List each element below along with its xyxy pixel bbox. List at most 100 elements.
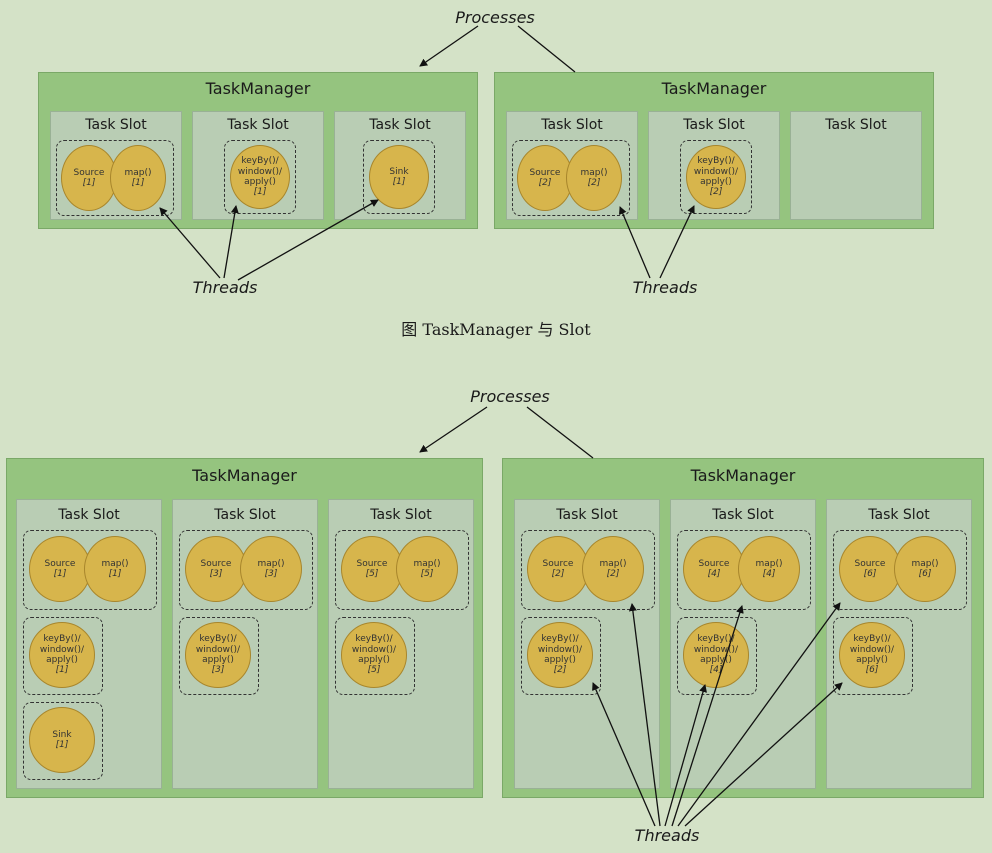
operator-chain	[179, 617, 259, 695]
fig2-taskmanager-2: TaskManager Task Slot Source [2] map() […	[502, 458, 984, 798]
operator-name: keyBy()/ window()/ apply()	[537, 634, 583, 665]
operator-chain	[23, 702, 103, 780]
fig1-processes-label: Processes	[455, 8, 535, 27]
operator-name: Sink	[52, 729, 72, 740]
operator-index: [2]	[606, 569, 620, 579]
operator-chain	[680, 140, 752, 214]
operator-name: map()	[580, 167, 608, 178]
operator-chain	[56, 140, 174, 216]
operator-index: [1]	[55, 740, 69, 750]
operator-window: keyBy()/ window()/ apply() [5]	[341, 622, 407, 688]
arrow	[592, 682, 656, 827]
task-slot-title: Task Slot	[541, 117, 603, 133]
operator-sink: Sink [1]	[29, 707, 95, 773]
taskmanager-title: TaskManager	[205, 79, 311, 98]
task-slot-title: Task Slot	[825, 117, 887, 133]
operator-map: map() [1]	[110, 145, 166, 211]
operator-index: [1]	[82, 178, 96, 188]
task-slot: Task Slot Source [1] map() [1] keyBy()/ …	[16, 499, 162, 789]
operator-name: map()	[124, 167, 152, 178]
operator-name: keyBy()/ window()/ apply()	[195, 634, 241, 665]
task-slot: Task Slot Sink [1]	[334, 111, 466, 220]
task-slot-title: Task Slot	[85, 117, 147, 133]
operator-source: Source [3]	[185, 536, 247, 602]
task-slot: Task Slot keyBy()/ window()/ apply() [2]	[648, 111, 780, 220]
operator-chain	[179, 530, 313, 610]
operator-name: Source	[44, 558, 76, 569]
operator-name: Source	[356, 558, 388, 569]
operator-index: [2]	[538, 178, 552, 188]
operator-index: [2]	[551, 569, 565, 579]
operator-chain	[335, 617, 415, 695]
operator-chain	[512, 140, 630, 216]
fig2-taskmanager-1: TaskManager Task Slot Source [1] map() […	[6, 458, 483, 798]
task-slot: Task Slot Source [3] map() [3] keyBy()/ …	[172, 499, 318, 789]
operator-index: [1]	[108, 569, 122, 579]
operator-window: keyBy()/ window()/ apply() [2]	[527, 622, 593, 688]
operator-window: keyBy()/ window()/ apply() [4]	[683, 622, 749, 688]
operator-chain	[335, 530, 469, 610]
operator-name: Source	[200, 558, 232, 569]
fig1-threads-label-left: Threads	[192, 278, 258, 297]
operator-map: map() [1]	[84, 536, 146, 602]
operator-index: [1]	[392, 177, 406, 187]
operator-index: [4]	[762, 569, 776, 579]
operator-name: keyBy()/ window()/ apply()	[693, 156, 739, 187]
arrow	[664, 684, 707, 827]
task-slot: Task Slot Source [2] map() [2] keyBy()/ …	[514, 499, 660, 789]
taskmanager-title: TaskManager	[661, 79, 767, 98]
task-slot: Task Slot Source [4] map() [4] keyBy()/ …	[670, 499, 816, 789]
operator-source: Source [6]	[839, 536, 901, 602]
arrow	[684, 682, 843, 827]
fig1-threads-label-right: Threads	[632, 278, 698, 297]
operator-sink: Sink [1]	[369, 145, 429, 209]
operator-index: [3]	[209, 569, 223, 579]
operator-chain	[363, 140, 435, 214]
operator-source: Source [1]	[61, 145, 117, 211]
arrow	[517, 25, 576, 73]
task-slot: Task Slot Source [5] map() [5] keyBy()/ …	[328, 499, 474, 789]
task-slot: Task Slot Source [2] map() [2]	[506, 111, 638, 220]
fig2-threads-label: Threads	[634, 826, 700, 845]
operator-chain	[677, 617, 757, 695]
operator-source: Source [2]	[517, 145, 573, 211]
operator-index: [6]	[863, 569, 877, 579]
operator-index: [4]	[707, 569, 721, 579]
operator-name: Source	[854, 558, 886, 569]
operator-name: Sink	[389, 166, 409, 177]
task-slot-title: Task Slot	[227, 117, 289, 133]
arrow	[419, 25, 479, 67]
task-slot-title: Task Slot	[556, 507, 618, 523]
operator-name: map()	[257, 558, 285, 569]
arrow	[223, 205, 239, 279]
operator-map: map() [2]	[582, 536, 644, 602]
operator-name: keyBy()/ window()/ apply()	[237, 156, 283, 187]
operator-index: [4]	[709, 665, 723, 676]
operator-index: [3]	[264, 569, 278, 579]
arrow	[677, 602, 841, 827]
operator-source: Source [5]	[341, 536, 403, 602]
operator-source: Source [1]	[29, 536, 91, 602]
task-slot-title: Task Slot	[868, 507, 930, 523]
operator-index: [1]	[53, 569, 67, 579]
operator-window: keyBy()/ window()/ apply() [1]	[29, 622, 95, 688]
task-slot-empty: Task Slot	[790, 111, 922, 220]
arrow	[159, 207, 221, 279]
task-slot: Task Slot Source [1] map() [1]	[50, 111, 182, 220]
operator-index: [6]	[918, 569, 932, 579]
operator-map: map() [2]	[566, 145, 622, 211]
operator-name: map()	[755, 558, 783, 569]
fig1-taskmanager-2: TaskManager Task Slot Source [2] map() […	[494, 72, 934, 229]
operator-window: keyBy()/ window()/ apply() [6]	[839, 622, 905, 688]
operator-index: [1]	[131, 178, 145, 188]
operator-index: [5]	[365, 569, 379, 579]
operator-chain	[677, 530, 811, 610]
operator-name: Source	[542, 558, 574, 569]
task-slot-title: Task Slot	[58, 507, 120, 523]
task-slot-title: Task Slot	[369, 117, 431, 133]
operator-name: keyBy()/ window()/ apply()	[39, 634, 85, 665]
operator-chain	[224, 140, 296, 214]
task-slot-title: Task Slot	[712, 507, 774, 523]
operator-chain	[23, 530, 157, 610]
arrow	[628, 603, 661, 827]
